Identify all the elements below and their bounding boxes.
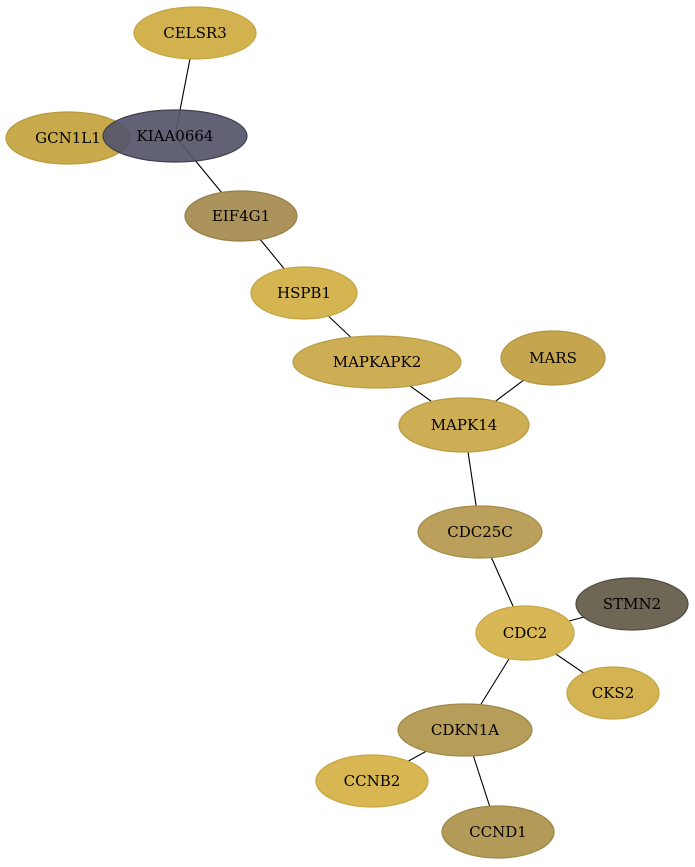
node-label-mars: MARS bbox=[529, 349, 577, 367]
node-shape-kiaa0664[interactable] bbox=[102, 109, 248, 163]
node-shape-cdc25c[interactable] bbox=[417, 505, 543, 559]
node-eif4g1[interactable]: EIF4G1 bbox=[184, 190, 298, 242]
node-shape-eif4g1[interactable] bbox=[184, 190, 298, 242]
node-shape-celsr3[interactable] bbox=[133, 6, 257, 60]
node-stmn2[interactable]: STMN2 bbox=[575, 577, 689, 631]
node-shape-cdkn1a[interactable] bbox=[397, 703, 533, 757]
node-shape-mars[interactable] bbox=[500, 330, 606, 386]
node-celsr3[interactable]: CELSR3 bbox=[133, 6, 257, 60]
node-shape-ccnd1[interactable] bbox=[441, 805, 555, 859]
node-cks2[interactable]: CKS2 bbox=[566, 666, 660, 720]
node-kiaa0664[interactable]: KIAA0664 bbox=[102, 109, 248, 163]
node-label-cdkn1a: CDKN1A bbox=[431, 721, 499, 739]
node-label-mapkapk2: MAPKAPK2 bbox=[333, 353, 422, 371]
node-label-cdc2: CDC2 bbox=[503, 624, 548, 642]
node-label-gcn1l1: GCN1L1 bbox=[35, 129, 101, 147]
node-shape-cks2[interactable] bbox=[566, 666, 660, 720]
node-shape-ccnb2[interactable] bbox=[315, 754, 429, 808]
node-cdc2[interactable]: CDC2 bbox=[475, 605, 575, 661]
node-cdc25c[interactable]: CDC25C bbox=[417, 505, 543, 559]
node-hspb1[interactable]: HSPB1 bbox=[250, 266, 358, 320]
node-label-mapk14: MAPK14 bbox=[431, 416, 498, 434]
node-ccnd1[interactable]: CCND1 bbox=[441, 805, 555, 859]
node-shape-hspb1[interactable] bbox=[250, 266, 358, 320]
node-label-kiaa0664: KIAA0664 bbox=[137, 127, 214, 145]
node-shape-cdc2[interactable] bbox=[475, 605, 575, 661]
node-label-ccnb2: CCNB2 bbox=[344, 772, 401, 790]
node-ccnb2[interactable]: CCNB2 bbox=[315, 754, 429, 808]
node-label-cks2: CKS2 bbox=[592, 684, 635, 702]
node-mapk14[interactable]: MAPK14 bbox=[398, 397, 530, 453]
node-label-celsr3: CELSR3 bbox=[163, 24, 227, 42]
node-mars[interactable]: MARS bbox=[500, 330, 606, 386]
node-cdkn1a[interactable]: CDKN1A bbox=[397, 703, 533, 757]
node-label-stmn2: STMN2 bbox=[603, 595, 661, 613]
node-shape-mapkapk2[interactable] bbox=[292, 335, 462, 389]
node-label-hspb1: HSPB1 bbox=[277, 284, 331, 302]
node-label-cdc25c: CDC25C bbox=[447, 523, 513, 541]
node-label-eif4g1: EIF4G1 bbox=[212, 207, 270, 225]
node-label-ccnd1: CCND1 bbox=[469, 823, 527, 841]
node-shape-stmn2[interactable] bbox=[575, 577, 689, 631]
node-mapkapk2[interactable]: MAPKAPK2 bbox=[292, 335, 462, 389]
node-shape-mapk14[interactable] bbox=[398, 397, 530, 453]
